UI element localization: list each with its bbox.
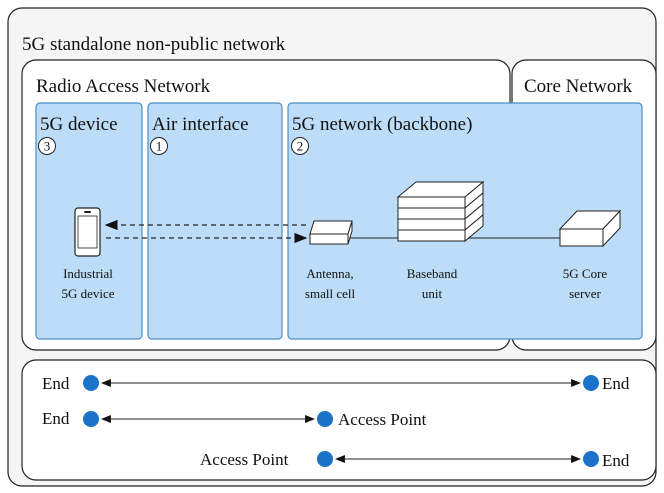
device-number: 3 bbox=[44, 139, 51, 154]
device-number-circle bbox=[38, 137, 56, 155]
outer-title: 5G standalone non-public network bbox=[22, 34, 286, 55]
air-panel bbox=[147, 102, 283, 340]
air-number: 1 bbox=[156, 139, 163, 154]
core-title: Core Network bbox=[524, 76, 633, 97]
air-number-circle bbox=[150, 137, 168, 155]
backbone-number: 2 bbox=[297, 139, 304, 154]
small-cell-icon bbox=[309, 220, 353, 245]
smartphone-icon bbox=[74, 207, 101, 257]
legend-row1-right-label: End bbox=[602, 374, 630, 393]
baseband-label-line2: unit bbox=[422, 286, 443, 301]
core-server-label-line1: 5G Core bbox=[563, 266, 608, 281]
device-label-line1: Industrial bbox=[63, 266, 113, 281]
legend-row1-left-label: End bbox=[42, 374, 70, 393]
antenna-label-line2: small cell bbox=[305, 286, 356, 301]
core-server-icon bbox=[558, 209, 622, 248]
backbone-number-circle bbox=[291, 137, 309, 155]
legend-row2-left-label: End bbox=[42, 409, 70, 428]
legend-row2-right-dot bbox=[317, 411, 333, 427]
legend-row1-left-dot bbox=[83, 375, 99, 391]
legend-row3-left-label: Access Point bbox=[200, 450, 289, 469]
legend-row2-right-label: Access Point bbox=[338, 410, 427, 429]
legend-row3-right-dot bbox=[583, 451, 599, 467]
air-section-title: Air interface bbox=[152, 114, 249, 135]
legend-row3-right-label: End bbox=[602, 451, 630, 470]
legend-row2-left-dot bbox=[83, 411, 99, 427]
legend-box bbox=[21, 359, 657, 481]
device-label-line2: 5G device bbox=[61, 286, 114, 301]
ran-title: Radio Access Network bbox=[36, 76, 211, 97]
baseband-unit-icon bbox=[396, 180, 485, 243]
baseband-label-line1: Baseband bbox=[407, 266, 458, 281]
core-server-label-line2: server bbox=[569, 286, 601, 301]
antenna-label-line1: Antenna, bbox=[306, 266, 353, 281]
backbone-section-title: 5G network (backbone) bbox=[292, 114, 472, 135]
device-section-title: 5G device bbox=[40, 114, 118, 135]
legend-row3-left-dot bbox=[317, 451, 333, 467]
legend-row1-right-dot bbox=[583, 375, 599, 391]
